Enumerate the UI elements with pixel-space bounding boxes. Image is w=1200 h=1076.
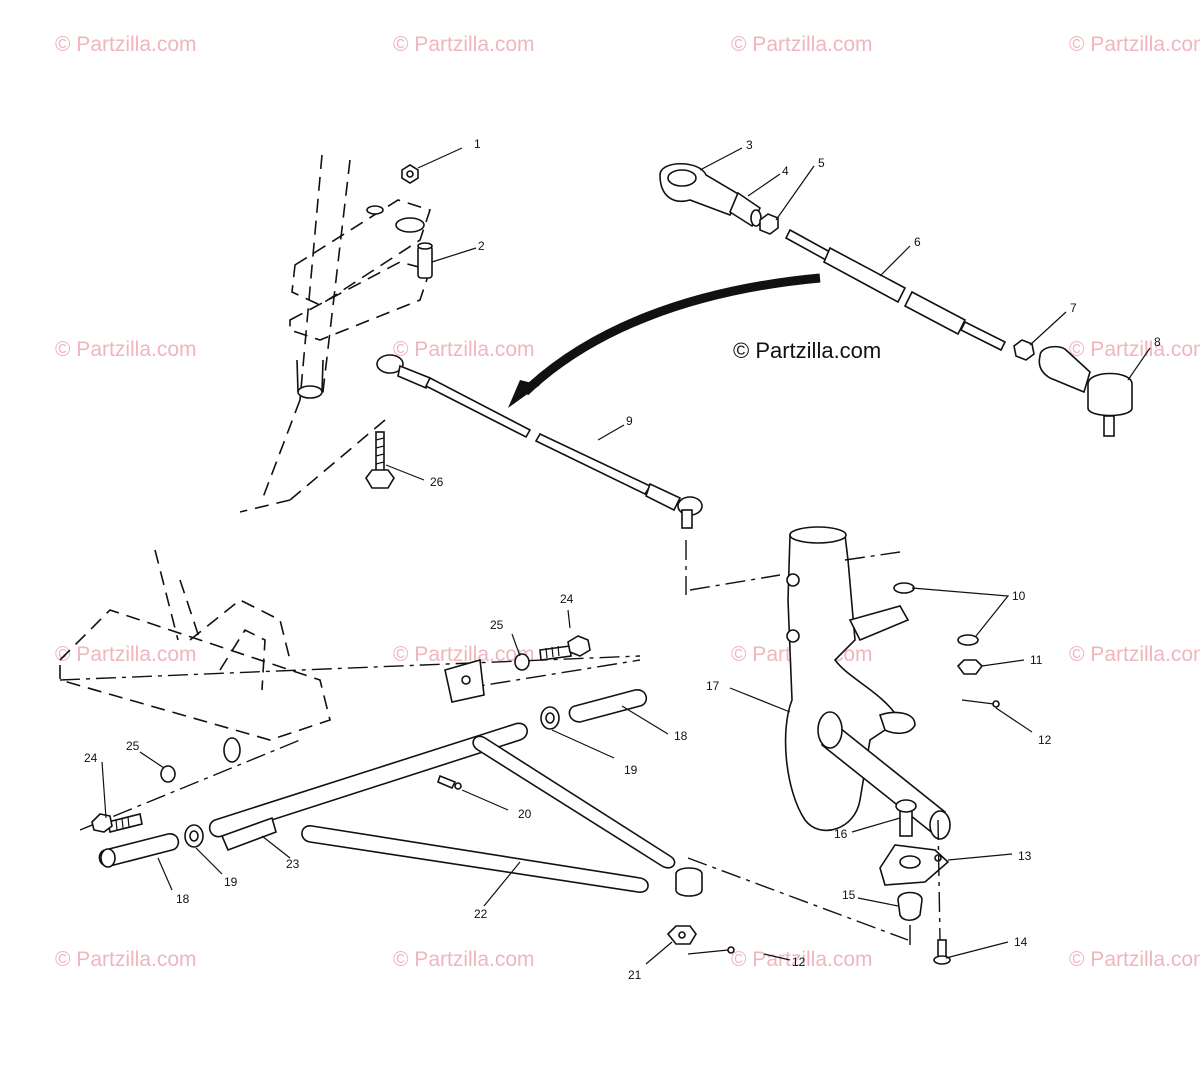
bolt-16 bbox=[895, 799, 917, 837]
callout-11: 11 bbox=[1030, 653, 1043, 667]
spindle-17 bbox=[784, 526, 951, 840]
ball-joint-end-8 bbox=[1038, 345, 1133, 437]
bolt-26 bbox=[365, 431, 395, 489]
callout-9: 9 bbox=[626, 414, 633, 428]
nut-21 bbox=[666, 925, 697, 945]
direction-arrow bbox=[508, 273, 821, 408]
callout-25: 25 bbox=[490, 618, 504, 632]
watermark: © Partzilla.com bbox=[731, 948, 873, 971]
watermark: © Partzilla.com bbox=[393, 338, 535, 361]
watermark: © Partzilla.com bbox=[55, 643, 197, 666]
callout-25: 25 bbox=[126, 739, 140, 753]
washer-10 bbox=[893, 582, 979, 646]
steering-post bbox=[239, 154, 386, 513]
a-arm-22 bbox=[208, 722, 703, 897]
callout-14: 14 bbox=[1014, 935, 1028, 949]
sleeve-2 bbox=[417, 242, 433, 279]
bushing-19 bbox=[184, 706, 560, 848]
watermark: © Partzilla.com bbox=[55, 948, 197, 971]
callout-7: 7 bbox=[1070, 301, 1077, 315]
watermark: © Partzilla.com bbox=[393, 643, 535, 666]
watermark: © Partzilla.com bbox=[1069, 948, 1200, 971]
cotter-pin-12 bbox=[687, 699, 1000, 955]
callout-19: 19 bbox=[624, 763, 638, 777]
watermark: © Partzilla.com bbox=[731, 33, 873, 56]
callout-24: 24 bbox=[84, 751, 98, 765]
jam-nut-7 bbox=[1013, 339, 1035, 361]
tie-rod-end-3 bbox=[659, 163, 742, 217]
grease-fitting-20 bbox=[437, 774, 462, 790]
ball-joint-plate-13 bbox=[879, 844, 950, 886]
callout-5: 5 bbox=[818, 156, 825, 170]
callout-24: 24 bbox=[560, 592, 574, 606]
leader-lines bbox=[101, 147, 1151, 965]
callout-26: 26 bbox=[430, 475, 444, 489]
pivot-tube-18 bbox=[98, 689, 648, 868]
callout-3: 3 bbox=[746, 138, 753, 152]
callout-18: 18 bbox=[176, 892, 190, 906]
ball-joint-15 bbox=[897, 891, 923, 922]
callout-23: 23 bbox=[286, 857, 300, 871]
bolt-24 bbox=[91, 635, 591, 833]
callout-4: 4 bbox=[782, 164, 789, 178]
jam-nut-4 bbox=[729, 191, 762, 228]
callout-17: 17 bbox=[706, 679, 720, 693]
nut-1 bbox=[401, 164, 419, 184]
callout-19: 19 bbox=[224, 875, 238, 889]
watermark: © Partzilla.com bbox=[393, 33, 535, 56]
callout-8: 8 bbox=[1154, 335, 1161, 349]
callout-15: 15 bbox=[842, 888, 856, 902]
watermark: © Partzilla.com bbox=[1069, 33, 1200, 56]
pitman-arm-bracket bbox=[289, 199, 432, 341]
callout-12: 12 bbox=[792, 955, 806, 969]
watermark: © Partzilla.com bbox=[393, 948, 535, 971]
callout-20: 20 bbox=[518, 807, 532, 821]
washer-25 bbox=[160, 653, 530, 783]
callout-16: 16 bbox=[834, 827, 848, 841]
callout-22: 22 bbox=[474, 907, 488, 921]
callout-6: 6 bbox=[914, 235, 921, 249]
callout-12: 12 bbox=[1038, 733, 1052, 747]
bolt-14 bbox=[933, 939, 951, 965]
callout-2: 2 bbox=[478, 239, 485, 253]
callout-labels: 1 2 3 4 5 6 7 8 9 10 11 12 12 13 14 15 1… bbox=[84, 137, 1161, 982]
watermark: © Partzilla.com bbox=[1069, 643, 1200, 666]
frame-bracket bbox=[223, 658, 485, 763]
tie-rod-9 bbox=[376, 354, 703, 529]
callout-10: 10 bbox=[1012, 589, 1026, 603]
watermark: © Partzilla.com bbox=[1069, 338, 1200, 361]
copyright-label: © Partzilla.com bbox=[733, 338, 882, 363]
callout-13: 13 bbox=[1018, 849, 1032, 863]
callout-1: 1 bbox=[474, 137, 481, 151]
watermark: © Partzilla.com bbox=[55, 33, 197, 56]
castle-nut-11 bbox=[956, 659, 984, 675]
adjuster-sleeve-6 bbox=[784, 228, 1007, 352]
callout-21: 21 bbox=[628, 968, 642, 982]
jam-nut-5 bbox=[759, 213, 779, 235]
watermark: © Partzilla.com bbox=[55, 338, 197, 361]
callout-18: 18 bbox=[674, 729, 688, 743]
